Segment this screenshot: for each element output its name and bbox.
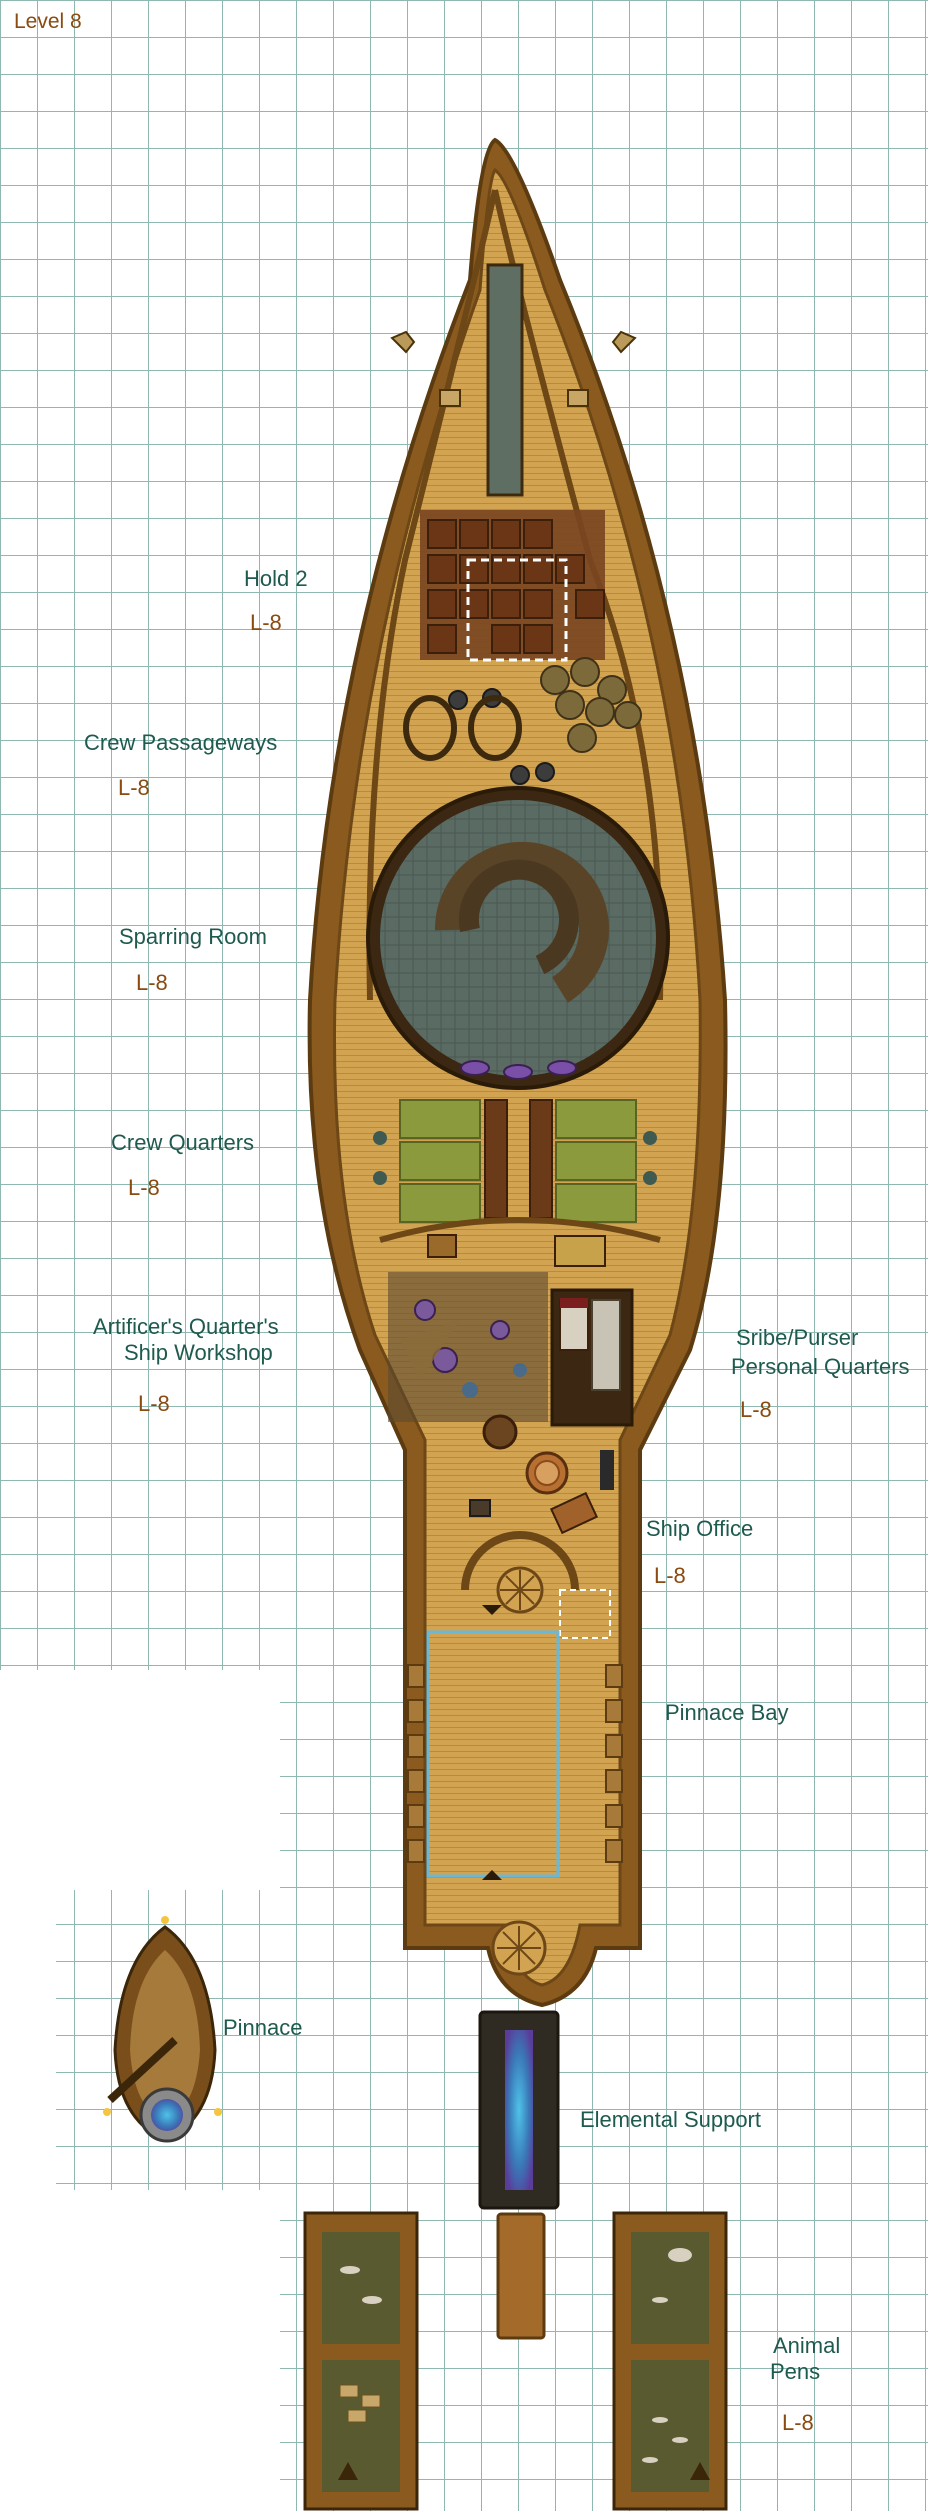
animal-pens [303,2211,728,2511]
room-code-ship-office: L-8 [654,1563,686,1588]
room-code-purser-quarters: L-8 [740,1397,772,1422]
room-label-sparring-room: Sparring Room [119,924,267,949]
room-code-artificer-quarters: L-8 [138,1391,170,1416]
level-title: Level 8 [14,10,82,33]
room-label-elemental-support: Elemental Support [580,2107,761,2132]
pinnace-vessel [103,1916,222,2143]
room-label-purser-quarters-line-2: Personal Quarters [731,1354,910,1379]
elemental-support [478,2010,560,2340]
room-code-crew-quarters: L-8 [128,1175,160,1200]
sparring-room [366,786,670,1090]
hold-cargo [403,510,642,819]
room-label-purser-quarters-line-1: Sribe/Purser [736,1325,859,1350]
room-label-hold-2: Hold 2 [244,566,308,591]
room-label-artificer-quarters-line-1: Artificer's Quarter's [93,1314,279,1339]
room-label-animal-pens-line-1: Animal [773,2333,841,2358]
room-code-hold-2: L-8 [250,610,282,635]
room-code-animal-pens: L-8 [782,2410,814,2435]
room-code-crew-passageways: L-8 [118,775,150,800]
room-label-ship-office: Ship Office [646,1516,754,1541]
room-label-pinnace-bay: Pinnace Bay [665,1700,789,1725]
room-label-crew-quarters: Crew Quarters [111,1130,255,1155]
ship-office [469,1450,614,1535]
crew-quarters [373,1099,661,1267]
room-code-sparring-room: L-8 [136,970,168,995]
room-label-crew-passageways: Crew Passageways [84,730,278,755]
workshop-and-quarters [388,1272,634,1450]
room-label-artificer-quarters-line-2: Ship Workshop [124,1340,273,1365]
room-label-animal-pens-line-2: Pens [770,2359,821,2384]
room-label-pinnace: Pinnace [223,2015,303,2040]
pinnace-bay [407,1531,623,1976]
